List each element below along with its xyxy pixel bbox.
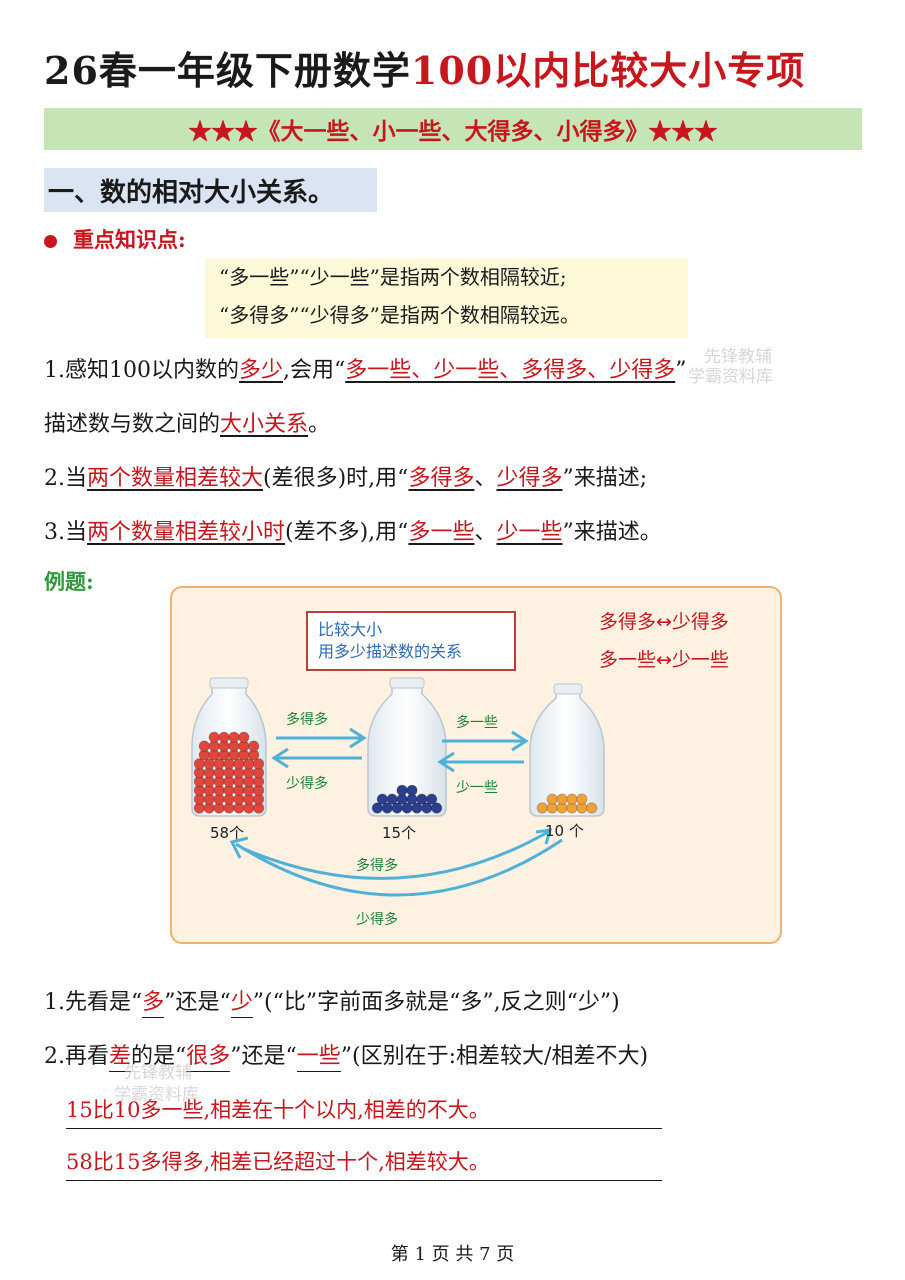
point-2-blank-2: 多得多: [408, 466, 475, 491]
point-1b-end: 。: [308, 412, 331, 437]
step-1-end: ”(“比”字前面多就是“多”,反之则“少”): [252, 990, 620, 1015]
step-2-blank-1: 差: [109, 1044, 132, 1072]
caption-line-2: 用多少描述数的关系: [318, 642, 463, 661]
ball: [546, 793, 558, 805]
ball: [406, 784, 418, 796]
point-1-blank-1: 多少: [238, 358, 283, 383]
step-1-blank-2: 少: [230, 990, 253, 1018]
point-3-blank-1: 两个数量相差较小时: [87, 520, 286, 545]
watermark-2-line-1: 先锋教辅: [124, 1063, 192, 1083]
ball: [386, 793, 398, 805]
point-3: 3.当两个数量相差较小时(差不多),用“多一些、少一些”来描述。: [44, 514, 662, 546]
step-2: 2.再看差的是“很多”还是“一些”(区别在于:相差较大/相差不大): [44, 1038, 649, 1072]
key-points-label: 重点知识点:: [73, 227, 186, 252]
ball: [431, 802, 443, 814]
jar-58: [191, 677, 267, 817]
highlight-line-1: “多一些”“少一些”是指两个数相隔较近;: [219, 265, 567, 289]
ball: [586, 802, 598, 814]
point-2: 2.当两个数量相差较大(差很多)时,用“多得多、少得多”来描述;: [44, 460, 647, 492]
step-2-end: ”(区别在于:相差较大/相差不大): [340, 1044, 649, 1069]
ball: [208, 731, 220, 743]
curve-label-more-much: 多得多: [356, 857, 398, 874]
step-1: 1.先看是“多”还是“少”(“比”字前面多就是“多”,反之则“少”): [44, 984, 620, 1018]
point-2-text-2: (差很多)时,用“: [263, 466, 409, 491]
point-3-blank-3: 少一些: [496, 520, 563, 545]
point-3-text: 3.当: [44, 520, 87, 545]
point-2-end: ”来描述;: [562, 466, 648, 491]
point-1-blank-2: 多一些、少一些、多得多、少得多: [345, 358, 676, 383]
point-2-blank-1: 两个数量相差较大: [87, 466, 264, 491]
count-58: 58个: [210, 824, 244, 842]
figure-caption-box: 比较大小 用多少描述数的关系: [306, 611, 516, 671]
point-1-continued: 描述数与数之间的大小关系。: [44, 406, 330, 438]
ball: [576, 793, 588, 805]
point-1-text: 1.感知100以内数的: [44, 358, 239, 383]
point-3-end: ”来描述。: [562, 520, 662, 545]
title-black: 26春一年级下册数学: [44, 48, 411, 93]
ball: [416, 793, 428, 805]
topic-banner: ★★★《大一些、小一些、大得多、小得多》★★★: [44, 108, 862, 150]
arrow-label-less-some: 少一些: [456, 780, 498, 796]
ball: [228, 731, 240, 743]
step-1-text: 1.先看是“: [44, 990, 143, 1015]
key-points-highlight: “多一些”“少一些”是指两个数相隔较近; “多得多”“少得多”是指两个数相隔较远…: [205, 258, 688, 338]
step-1-text-2: ”还是“: [164, 990, 231, 1015]
point-3-text-2: (差不多),用“: [285, 520, 409, 545]
watermark-1-line-2: 学霸资料库: [688, 367, 773, 387]
count-15: 15个: [382, 824, 416, 842]
example-label: 例题:: [44, 569, 94, 594]
point-1b-blank: 大小关系: [220, 412, 309, 437]
ball: [396, 784, 408, 796]
ball: [248, 740, 260, 752]
legend-line-1: 多得多↔少得多: [599, 611, 729, 633]
key-points-heading: 重点知识点:: [44, 224, 186, 254]
curve-label-less-much: 少得多: [356, 911, 398, 928]
count-10: 10 个: [545, 822, 584, 840]
section-heading: 一、数的相对大小关系。: [44, 168, 377, 212]
page-title: 26春一年级下册数学100以内比较大小专项: [44, 40, 805, 95]
title-red: 100以内比较大小专项: [410, 48, 806, 93]
ball: [218, 731, 230, 743]
point-1: 1.感知100以内数的多少,会用“多一些、少一些、多得多、少得多”: [44, 352, 687, 384]
arrow-label-more-some: 多一些: [456, 714, 498, 731]
point-1b-text: 描述数与数之间的: [44, 412, 221, 437]
step-2-blank-3: 一些: [296, 1044, 341, 1072]
page-footer: 第 1 页 共 7 页: [390, 1244, 515, 1265]
point-1-text-3: ”: [675, 358, 687, 383]
ball: [253, 758, 265, 770]
ball: [556, 793, 568, 805]
ball: [426, 793, 438, 805]
ball: [198, 740, 210, 752]
ball: [376, 793, 388, 805]
point-1-text-2: ,会用“: [283, 358, 346, 383]
step-1-blank-1: 多: [142, 990, 165, 1018]
highlight-line-2: “多得多”“少得多”是指两个数相隔较远。: [219, 303, 580, 327]
ball: [536, 802, 548, 814]
arrows: [229, 727, 563, 897]
ball: [238, 731, 250, 743]
jar-10: [529, 683, 605, 817]
answer-line-2: 58比15多得多,相差已经超过十个,相差较大。: [66, 1146, 662, 1181]
point-2-sep: 、: [474, 466, 497, 491]
point-2-blank-3: 少得多: [496, 466, 563, 491]
jars-and-arrows-illustration: 多得多 少得多 多一些 少一些 多得多 少得多 58个 15个 10 个: [191, 677, 605, 928]
answer-line-1: 15比10多一些,相差在十个以内,相差的不大。: [66, 1094, 662, 1129]
arrow-label-more-much: 多得多: [286, 711, 328, 728]
point-3-sep: 、: [474, 520, 497, 545]
step-2-text: 2.再看: [44, 1044, 109, 1069]
step-2-text-3: ”还是“: [230, 1044, 297, 1069]
arrow-label-less-much: 少得多: [286, 775, 328, 792]
ball: [566, 793, 578, 805]
watermark-1-line-1: 先锋教辅: [704, 347, 772, 367]
legend-line-2: 多一些↔少一些: [599, 649, 729, 671]
step-2-blank-2: 很多: [186, 1044, 231, 1072]
point-3-blank-2: 多一些: [408, 520, 475, 545]
bullet-dot-icon: [44, 235, 57, 248]
jar-15: [367, 677, 447, 817]
point-2-text: 2.当: [44, 466, 87, 491]
step-2-text-2: 的是“: [131, 1044, 187, 1069]
caption-line-1: 比较大小: [318, 620, 383, 639]
watermark-2-line-2: 学霸资料库: [114, 1085, 199, 1105]
